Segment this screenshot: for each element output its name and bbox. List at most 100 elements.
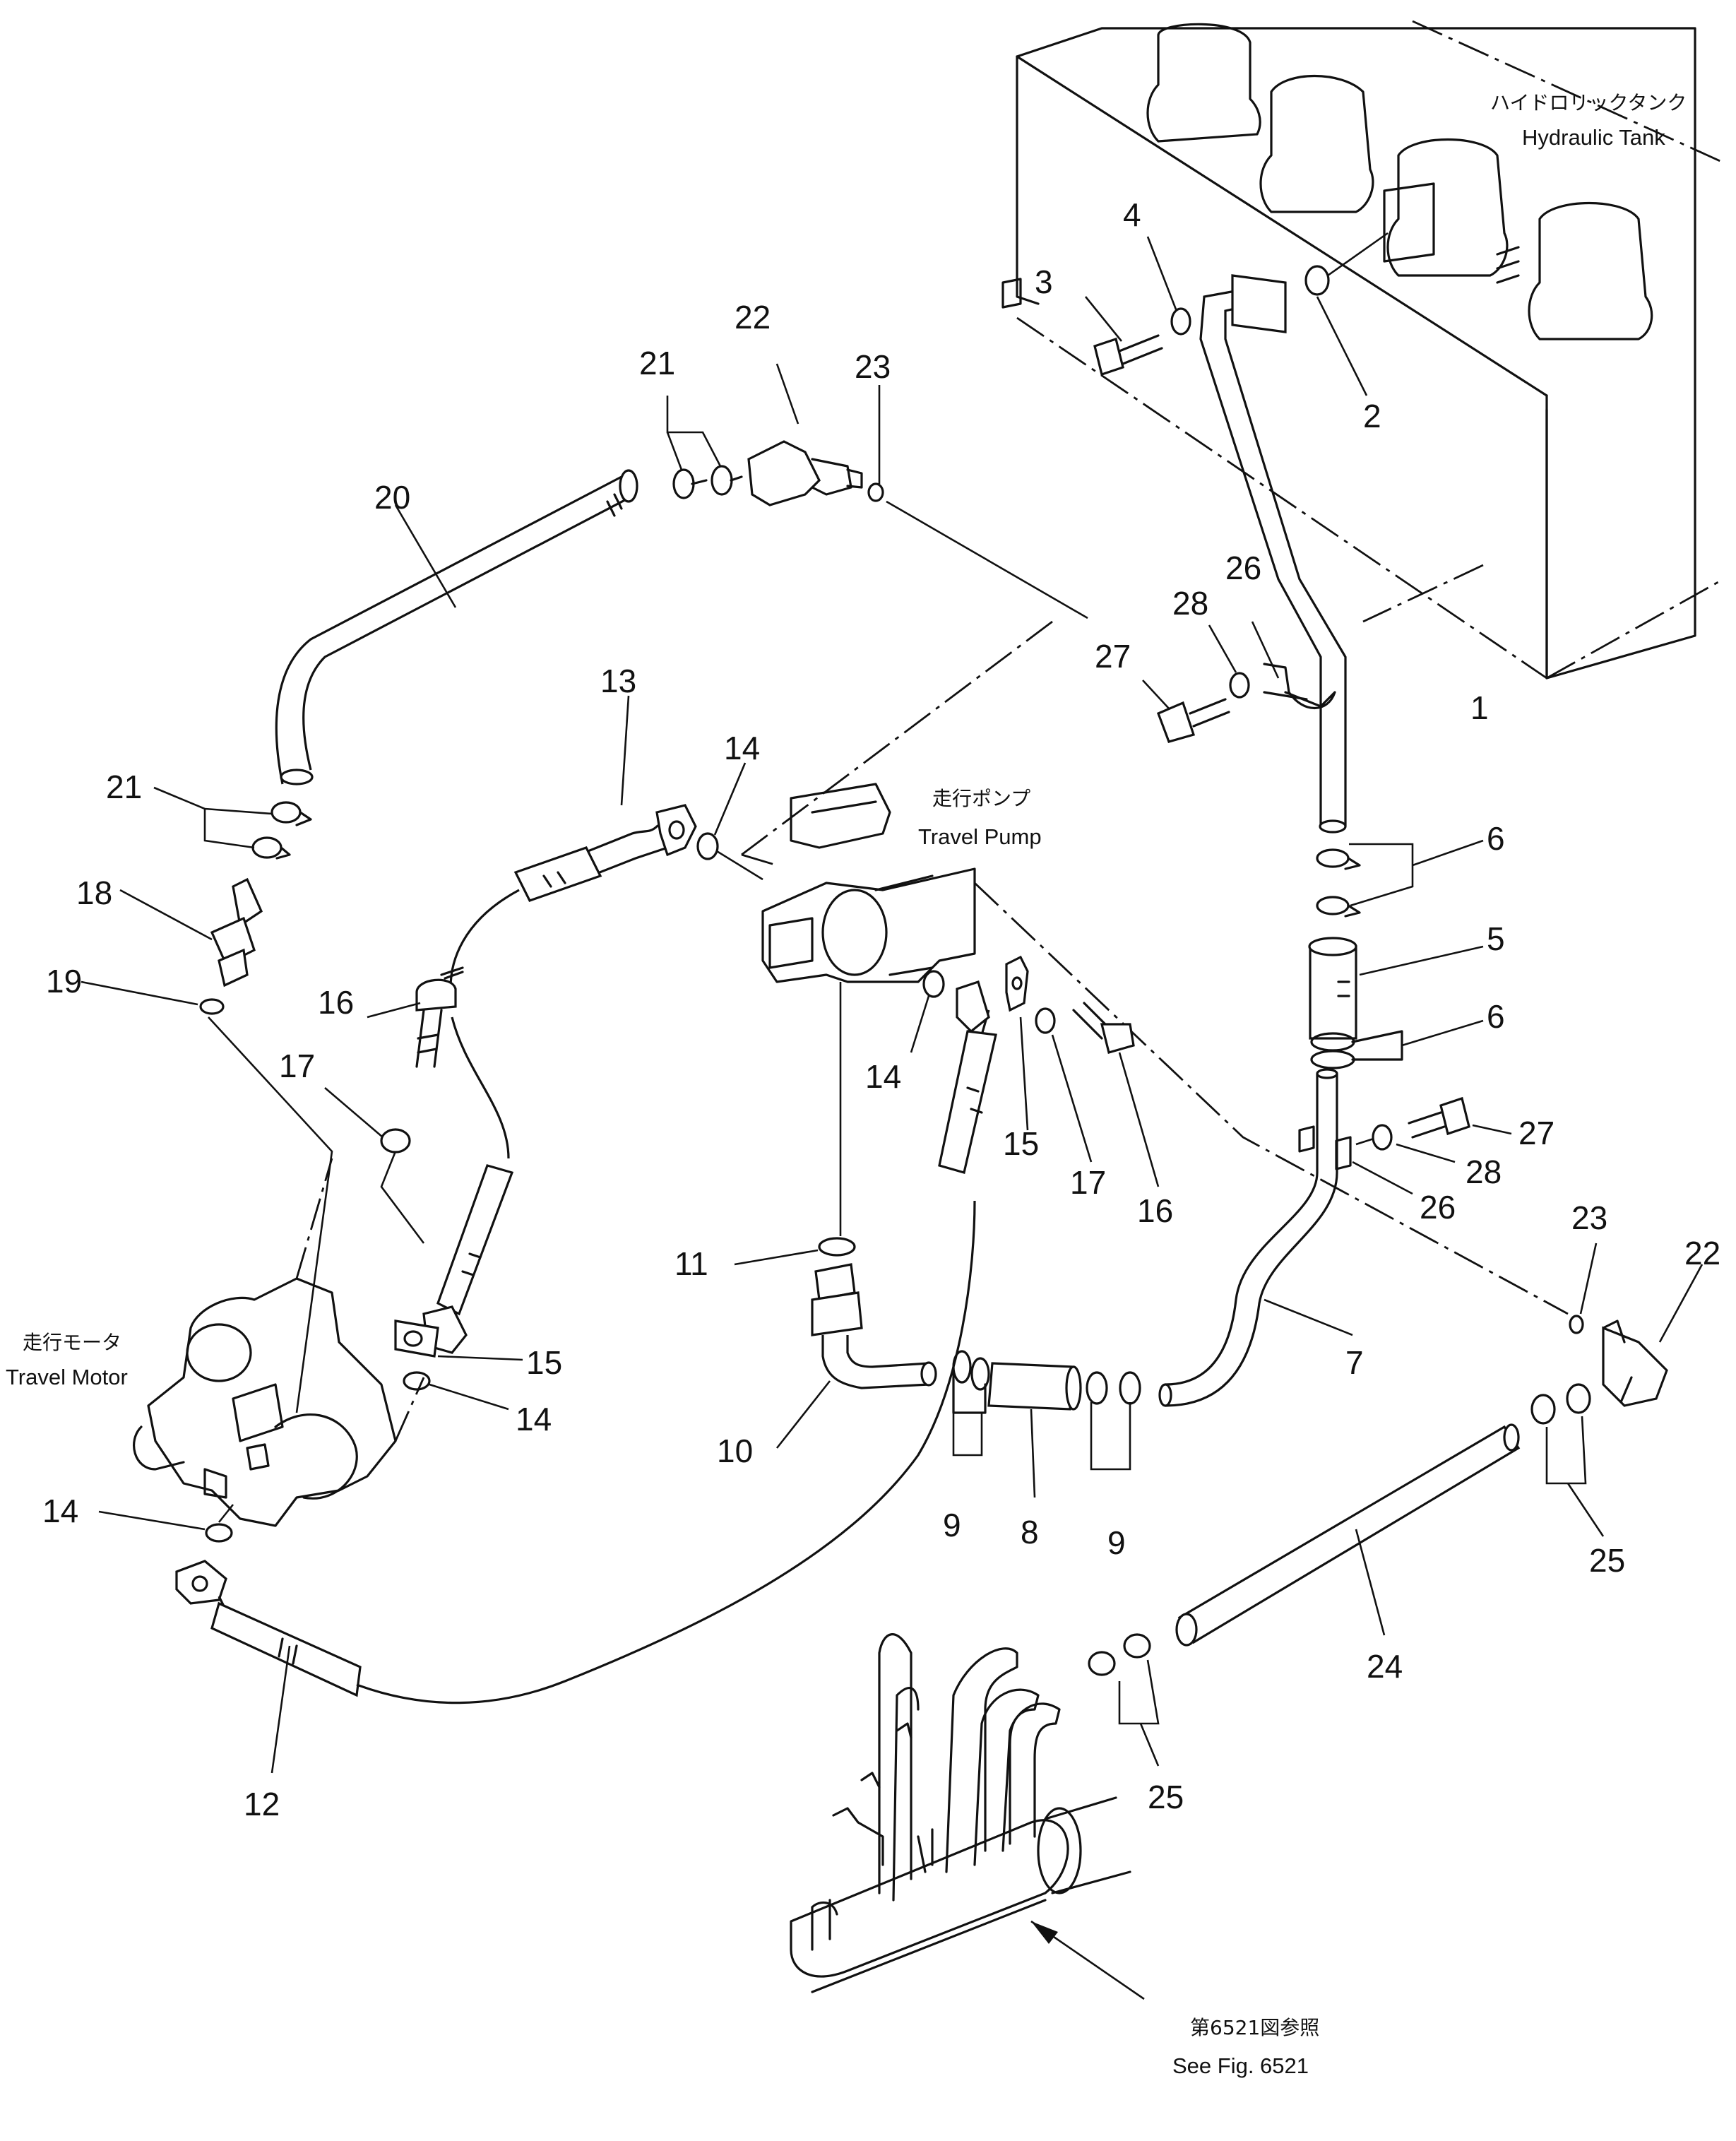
o-ring-19 — [199, 998, 225, 1015]
elbow-22-upper — [747, 440, 863, 506]
callout-11: 11 — [674, 1245, 708, 1282]
callout-10: 10 — [717, 1433, 753, 1469]
washer-4 — [1170, 307, 1191, 336]
hose-5 — [1308, 937, 1357, 1040]
callout-14a: 14 — [724, 730, 760, 766]
label-travel-motor-jp: 走行モータ — [23, 1331, 121, 1354]
pipe-10 — [811, 1263, 937, 1389]
callout-25b: 25 — [1148, 1779, 1184, 1815]
callout-14d: 14 — [42, 1493, 78, 1529]
o-ring-23-right — [1569, 1315, 1584, 1334]
washer-17-right — [1035, 1007, 1056, 1034]
callout-5: 5 — [1487, 920, 1505, 957]
clamps-25-lower — [1088, 1633, 1151, 1676]
label-see-fig-en: See Fig. 6521 — [1172, 2053, 1309, 2078]
hydraulic-tank — [1001, 20, 1724, 680]
clamps-9-right — [1086, 1371, 1141, 1405]
callout-24: 24 — [1367, 1648, 1403, 1685]
callout-17b: 17 — [1070, 1164, 1106, 1201]
bolt-16-left — [415, 978, 457, 1068]
label-travel-motor-en: Travel Motor — [6, 1365, 128, 1389]
callout-26b: 26 — [1420, 1189, 1456, 1226]
bolt-27-upper — [1156, 698, 1230, 743]
callout-15a: 15 — [1003, 1125, 1039, 1162]
label-travel-pump-jp: 走行ポンプ — [932, 787, 1030, 810]
bolt-16-right — [1072, 1002, 1135, 1054]
callout-12: 12 — [244, 1786, 280, 1822]
label-hydraulic-tank-jp: ハイドロリックタンク — [1490, 91, 1687, 114]
label-see-fig-jp: 第6521図参照 — [1190, 2016, 1319, 2039]
o-ring-14-motor-lower — [205, 1523, 233, 1543]
clamp-26-upper — [1263, 663, 1336, 709]
callout-14b: 14 — [865, 1058, 901, 1095]
travel-motor — [133, 1277, 397, 1527]
callout-22a: 22 — [735, 299, 771, 336]
bolt-27-lower — [1408, 1096, 1470, 1139]
oil-cooler-block — [790, 1633, 1131, 1993]
o-ring-11 — [818, 1237, 856, 1257]
o-ring-14-motor-right — [403, 1371, 431, 1391]
hose-13-lower — [422, 1164, 514, 1354]
hose-24 — [1175, 1423, 1521, 1647]
callout-20: 20 — [374, 479, 410, 516]
hose-12 — [175, 1009, 990, 1704]
flange-15-right — [1005, 955, 1029, 1012]
callout-27a: 27 — [1095, 638, 1131, 675]
callout-26a: 26 — [1225, 550, 1261, 586]
callout-9b: 9 — [1107, 1524, 1126, 1561]
callout-6a: 6 — [1487, 820, 1505, 857]
hose-20 — [275, 469, 638, 785]
pipe-7 — [1158, 1068, 1338, 1407]
pipe-1 — [1199, 274, 1347, 834]
label-travel-pump-en: Travel Pump — [918, 824, 1042, 849]
callout-28b: 28 — [1466, 1153, 1502, 1190]
washer-28-upper — [1229, 672, 1250, 699]
callout-17a: 17 — [279, 1048, 315, 1084]
callout-22b: 22 — [1684, 1235, 1720, 1271]
bolt-3 — [1093, 334, 1163, 376]
washer-17-left — [380, 1128, 411, 1153]
flange-15-left — [394, 1319, 439, 1358]
callout-23b: 23 — [1571, 1199, 1607, 1236]
callout-19: 19 — [46, 963, 82, 1000]
clamps-21-upper — [672, 465, 743, 499]
clamps-21-lower — [251, 801, 312, 860]
callout-6b: 6 — [1487, 998, 1505, 1035]
clamps-25-right — [1530, 1383, 1591, 1425]
callout-14c: 14 — [516, 1401, 552, 1437]
callout-9a: 9 — [943, 1507, 961, 1543]
o-ring-23-upper — [867, 482, 884, 502]
o-ring-14-pump — [696, 832, 719, 860]
hose-8 — [987, 1362, 1082, 1411]
label-hydraulic-tank-en: Hydraulic Tank — [1522, 125, 1665, 150]
clamp-26-lower — [1298, 1125, 1352, 1170]
callout-4: 4 — [1123, 196, 1141, 233]
fitting-18 — [210, 877, 263, 988]
callout-1: 1 — [1470, 689, 1489, 726]
callout-27b: 27 — [1518, 1115, 1554, 1151]
o-ring-14-below-pump — [922, 970, 945, 998]
clamps-9-left — [952, 1350, 990, 1414]
callout-13: 13 — [600, 663, 636, 699]
callout-28a: 28 — [1172, 585, 1208, 622]
callout-3: 3 — [1035, 263, 1053, 300]
travel-pump — [761, 783, 976, 983]
washer-28-lower — [1372, 1124, 1393, 1151]
callout-2: 2 — [1363, 398, 1381, 434]
callout-16b: 16 — [1137, 1192, 1173, 1229]
o-ring-2 — [1304, 265, 1330, 296]
hose-13 — [440, 804, 697, 1159]
clamps-6-upper — [1316, 848, 1361, 918]
callout-8: 8 — [1021, 1514, 1039, 1550]
elbow-22-right — [1602, 1319, 1668, 1407]
callout-25a: 25 — [1589, 1542, 1625, 1579]
callout-21b: 21 — [106, 769, 142, 805]
callout-15b: 15 — [526, 1344, 562, 1381]
callout-7: 7 — [1345, 1344, 1364, 1381]
callout-23a: 23 — [855, 348, 891, 385]
callout-18: 18 — [76, 874, 112, 911]
hose-pump-lower — [938, 980, 997, 1175]
callout-16a: 16 — [318, 984, 354, 1021]
callout-21a: 21 — [639, 345, 675, 381]
